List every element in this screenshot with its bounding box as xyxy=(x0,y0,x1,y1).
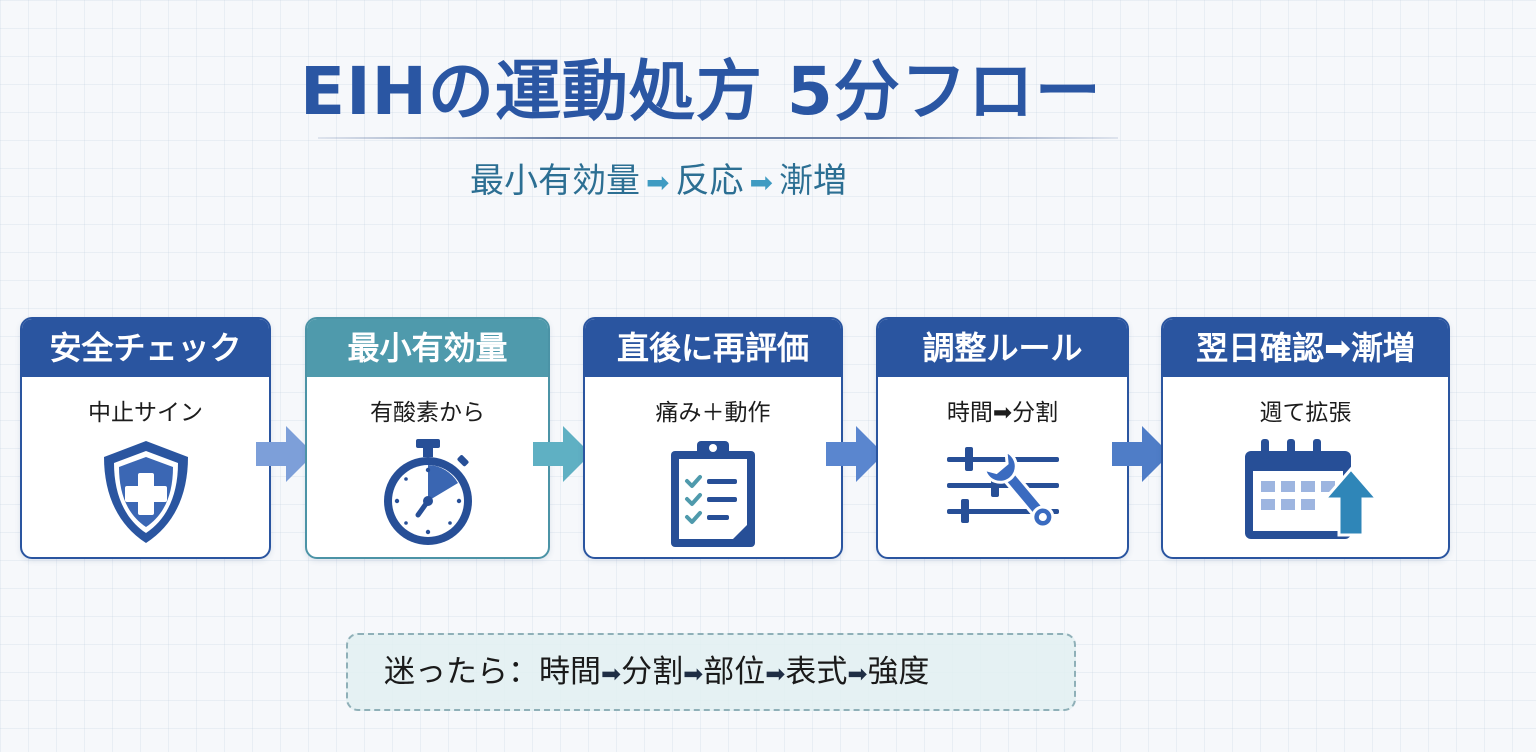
subtitle-part-3: 漸増 xyxy=(778,161,847,201)
step-subheading: 時間➡分割 xyxy=(946,400,1059,426)
arrow-right-icon: ➡ xyxy=(847,660,868,688)
step-heading: 翌日確認➡漸増 xyxy=(1163,319,1448,377)
shield-plus-icon xyxy=(96,437,196,551)
tip-item-body-part: 部位 xyxy=(703,654,766,690)
page-title: EIHの運動処方 5分フロー xyxy=(300,53,1102,130)
subtitle: 最小有効量➡反応➡漸増 xyxy=(470,158,847,206)
step-card-safety-check: 安全チェック 中止サイン xyxy=(20,317,271,559)
arrow-right-icon: ➡ xyxy=(765,660,786,688)
flow-arrow-icon xyxy=(256,422,316,490)
tip-item-format: 表式 xyxy=(785,654,848,690)
tip-item-intensity: 強度 xyxy=(867,654,930,690)
flow-arrow-icon xyxy=(826,422,886,490)
arrow-right-icon: ➡ xyxy=(683,660,704,688)
tip-prefix: 迷ったら： xyxy=(384,654,539,690)
arrow-right-icon: ➡ xyxy=(601,660,622,688)
calendar-up-arrow-icon xyxy=(1231,437,1381,545)
step-heading: 安全チェック xyxy=(22,319,269,377)
step-heading: 調整ルール xyxy=(878,319,1127,377)
step-subheading: 中止サイン xyxy=(88,400,203,426)
sliders-wrench-icon xyxy=(943,437,1063,541)
tip-item-time: 時間 xyxy=(539,654,601,690)
clipboard-checklist-icon xyxy=(663,437,763,555)
flow-arrow-icon xyxy=(1112,422,1172,490)
arrow-right-icon: ➡ xyxy=(749,166,773,199)
step-heading: 直後に再評価 xyxy=(585,319,841,377)
step-card-immediate-reassessment: 直後に再評価 痛み＋動作 xyxy=(583,317,843,559)
step-heading: 最小有効量 xyxy=(307,319,548,377)
flow-arrow-icon xyxy=(533,422,593,490)
tip-note: 迷ったら：時間➡分割➡部位➡表式➡強度 xyxy=(346,633,1076,711)
subtitle-part-1: 最小有効量 xyxy=(470,161,640,201)
step-subheading: 有酸素から xyxy=(370,400,485,426)
step-card-adjustment-rules: 調整ルール 時間➡分割 xyxy=(876,317,1129,559)
step-card-next-day-check: 翌日確認➡漸増 週て拡張 xyxy=(1161,317,1450,559)
tip-item-split: 分割 xyxy=(621,654,684,690)
step-subheading: 痛み＋動作 xyxy=(655,400,771,426)
title-divider xyxy=(318,137,1118,139)
step-card-minimum-effective-dose: 最小有効量 有酸素から xyxy=(305,317,550,559)
subtitle-part-2: 反応 xyxy=(675,161,744,201)
arrow-right-icon: ➡ xyxy=(646,166,670,199)
step-subheading: 週て拡張 xyxy=(1259,400,1352,426)
stopwatch-icon xyxy=(376,437,480,553)
